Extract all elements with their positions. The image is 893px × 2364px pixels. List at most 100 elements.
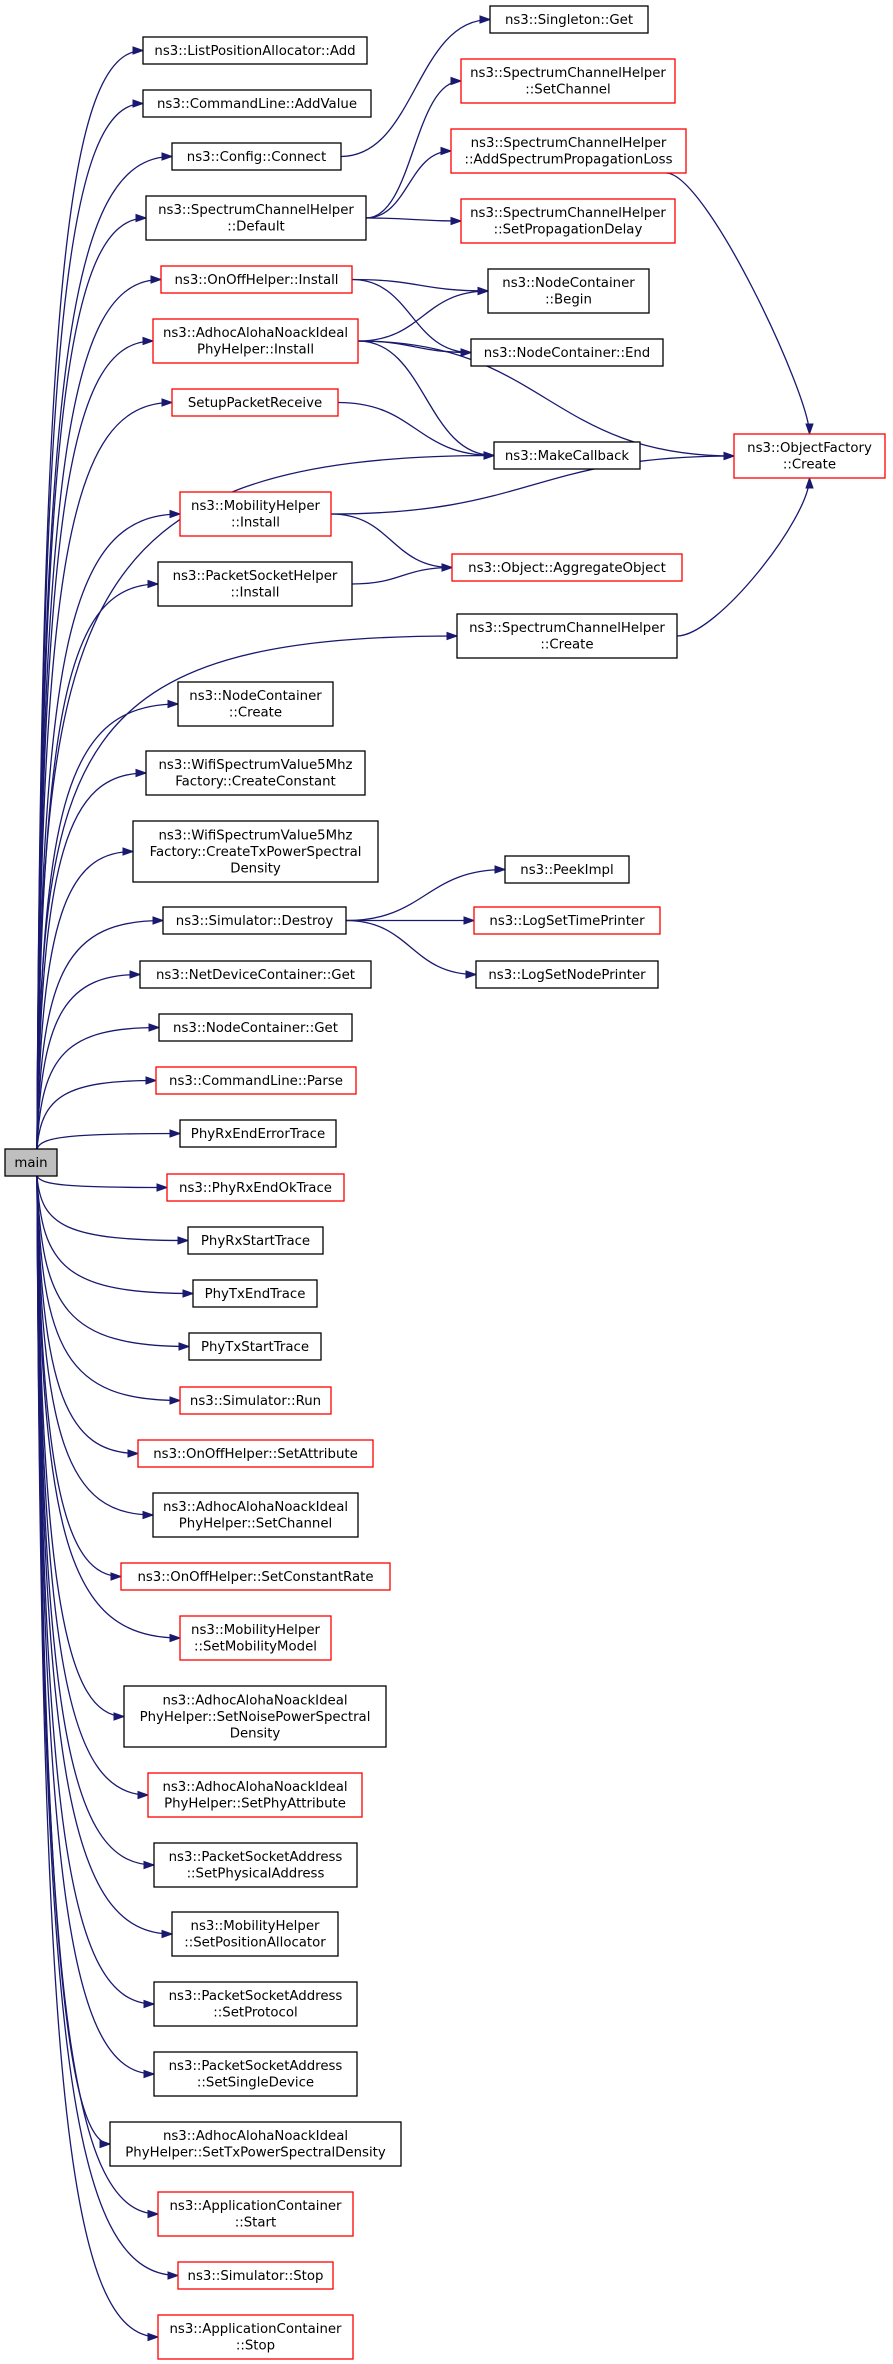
node-sch-create[interactable]: ns3::SpectrumChannelHelper::Create bbox=[456, 613, 678, 659]
node-label: ns3::NodeContainer::Get bbox=[173, 1021, 338, 1036]
node-label: ::SetSingleDevice bbox=[197, 2076, 314, 2091]
node-label: ns3::AdhocAlohaNoackIdeal bbox=[163, 326, 348, 341]
edge-arrowhead bbox=[135, 213, 148, 223]
node-onoff-setattr[interactable]: ns3::OnOffHelper::SetAttribute bbox=[137, 1439, 374, 1468]
edge-arrowhead bbox=[169, 1396, 182, 1405]
node-box bbox=[450, 128, 687, 174]
node-sch-setchan[interactable]: ns3::SpectrumChannelHelper::SetChannel bbox=[460, 58, 676, 104]
node-of-create[interactable]: ns3::ObjectFactory::Create bbox=[733, 433, 886, 479]
edge-main-to-psa-setsingle bbox=[36, 1175, 156, 2079]
edge-line bbox=[351, 278, 472, 354]
node-sch-addloss[interactable]: ns3::SpectrumChannelHelper::AddSpectrumP… bbox=[450, 128, 687, 174]
node-psa-setproto[interactable]: ns3::PacketSocketAddress::SetProtocol bbox=[153, 1981, 358, 2027]
node-lpa-add[interactable]: ns3::ListPositionAllocator::Add bbox=[142, 36, 368, 65]
node-sim-run[interactable]: ns3::Simulator::Run bbox=[179, 1386, 332, 1415]
node-sch-default[interactable]: ns3::SpectrumChannelHelper::Default bbox=[145, 195, 367, 241]
node-label: ns3::NodeContainer::End bbox=[484, 346, 650, 361]
edge-cfg-connect-to-singleton-get bbox=[340, 15, 492, 158]
node-psa-setphys[interactable]: ns3::PacketSocketAddress::SetPhysicalAdd… bbox=[153, 1842, 358, 1888]
node-onoff-install[interactable]: ns3::OnOffHelper::Install bbox=[160, 265, 353, 294]
edge-line bbox=[36, 1132, 181, 1150]
node-cmd-addvalue[interactable]: ns3::CommandLine::AddValue bbox=[142, 89, 372, 118]
edge-line bbox=[36, 772, 147, 1150]
node-aloha-setchan[interactable]: ns3::AdhocAlohaNoackIdealPhyHelper::SetC… bbox=[152, 1492, 359, 1538]
edge-arrowhead bbox=[142, 336, 155, 346]
node-aloha-setphyattr[interactable]: ns3::AdhocAlohaNoackIdealPhyHelper::SetP… bbox=[147, 1772, 363, 1818]
node-box bbox=[166, 1173, 345, 1202]
node-phy-rx-err[interactable]: PhyRxEndErrorTrace bbox=[179, 1119, 337, 1148]
node-app-stop[interactable]: ns3::ApplicationContainer::Stop bbox=[157, 2314, 354, 2360]
node-mob-setpos[interactable]: ns3::MobilityHelper::SetPositionAllocato… bbox=[171, 1911, 339, 1957]
node-sch-setdelay[interactable]: ns3::SpectrumChannelHelper::SetPropagati… bbox=[460, 198, 676, 244]
edge-sch-create-to-of-create bbox=[676, 476, 814, 637]
node-nc-create[interactable]: ns3::NodeContainer::Create bbox=[177, 681, 334, 727]
node-phy-rx-start[interactable]: PhyRxStartTrace bbox=[187, 1226, 324, 1255]
node-phy-rx-ok[interactable]: ns3::PhyRxEndOkTrace bbox=[166, 1173, 345, 1202]
node-nc-begin[interactable]: ns3::NodeContainer::Begin bbox=[487, 268, 650, 314]
edge-line bbox=[351, 566, 453, 585]
edge-main-to-psh-install bbox=[36, 579, 160, 1150]
edge-sch-default-to-sch-setchan bbox=[365, 76, 463, 219]
edge-arrowhead bbox=[161, 398, 174, 407]
node-label: ns3::CommandLine::AddValue bbox=[157, 97, 357, 112]
node-label: Factory::CreateConstant bbox=[175, 775, 336, 790]
edge-arrowhead bbox=[723, 451, 736, 461]
node-phy-tx-end[interactable]: PhyTxEndTrace bbox=[192, 1279, 318, 1308]
node-aloha-install[interactable]: ns3::AdhocAlohaNoackIdealPhyHelper::Inst… bbox=[152, 318, 359, 364]
node-nc-end[interactable]: ns3::NodeContainer::End bbox=[470, 338, 664, 367]
node-sim-stop[interactable]: ns3::Simulator::Stop bbox=[177, 2261, 334, 2290]
node-mob-install[interactable]: ns3::MobilityHelper::Install bbox=[179, 491, 332, 537]
node-box bbox=[470, 338, 664, 367]
edge-line bbox=[665, 172, 811, 435]
node-label: ns3::MobilityHelper bbox=[191, 1919, 320, 1934]
node-wsv-txpsd[interactable]: ns3::WifiSpectrumValue5MhzFactory::Creat… bbox=[132, 820, 379, 883]
node-box bbox=[120, 1562, 391, 1591]
edge-line bbox=[365, 217, 462, 222]
node-peek-impl[interactable]: ns3::PeekImpl bbox=[504, 855, 630, 884]
node-ndc-get[interactable]: ns3::NetDeviceContainer::Get bbox=[139, 960, 372, 989]
node-psa-setsingle[interactable]: ns3::PacketSocketAddress::SetSingleDevic… bbox=[153, 2051, 358, 2097]
node-box bbox=[157, 561, 353, 607]
node-setup-rx[interactable]: SetupPacketReceive bbox=[171, 388, 339, 417]
edge-arrowhead bbox=[161, 1929, 174, 1939]
node-make-cb[interactable]: ns3::MakeCallback bbox=[493, 441, 641, 470]
node-aloha-settxpsd[interactable]: ns3::AdhocAlohaNoackIdealPhyHelper::SetT… bbox=[109, 2121, 402, 2167]
edge-line bbox=[36, 1175, 168, 1189]
node-cfg-connect[interactable]: ns3::Config::Connect bbox=[171, 142, 342, 171]
node-label: ns3::AdhocAlohaNoackIdeal bbox=[162, 1693, 347, 1708]
edge-sim-destroy-to-peek-impl bbox=[345, 865, 507, 922]
edge-line bbox=[345, 868, 506, 922]
node-label: Factory::CreateTxPowerSpectral bbox=[150, 845, 362, 860]
edge-sim-destroy-to-log-time bbox=[345, 916, 476, 925]
edge-main-to-phy-tx-end bbox=[36, 1175, 195, 1298]
node-label: ns3::SpectrumChannelHelper bbox=[470, 66, 666, 81]
node-box bbox=[162, 906, 347, 935]
edge-arrowhead bbox=[169, 1633, 182, 1643]
node-sim-destroy[interactable]: ns3::Simulator::Destroy bbox=[162, 906, 347, 935]
node-main[interactable]: main bbox=[4, 1148, 58, 1177]
node-nc-get[interactable]: ns3::NodeContainer::Get bbox=[158, 1013, 353, 1042]
edge-onoff-install-to-nc-begin bbox=[351, 278, 490, 296]
node-label: PhyHelper::SetNoisePowerSpectral bbox=[140, 1710, 371, 1725]
node-psh-install[interactable]: ns3::PacketSocketHelper::Install bbox=[157, 561, 353, 607]
node-singleton-get[interactable]: ns3::Singleton::Get bbox=[489, 5, 649, 34]
node-label: ns3::MakeCallback bbox=[505, 449, 630, 464]
node-cmd-parse[interactable]: ns3::CommandLine::Parse bbox=[155, 1066, 357, 1095]
edge-arrowhead bbox=[805, 423, 814, 436]
node-log-time[interactable]: ns3::LogSetTimePrinter bbox=[473, 906, 661, 935]
edge-arrowhead bbox=[137, 1790, 150, 1800]
node-onoff-setrate[interactable]: ns3::OnOffHelper::SetConstantRate bbox=[120, 1562, 391, 1591]
edge-main-to-sim-destroy bbox=[36, 916, 165, 1150]
edge-arrowhead bbox=[450, 216, 463, 226]
node-log-node[interactable]: ns3::LogSetNodePrinter bbox=[475, 960, 659, 989]
node-mob-setmodel[interactable]: ns3::MobilityHelper::SetMobilityModel bbox=[179, 1615, 332, 1661]
node-aloha-setnoise[interactable]: ns3::AdhocAlohaNoackIdealPhyHelper::SetN… bbox=[123, 1685, 387, 1748]
node-app-start[interactable]: ns3::ApplicationContainer::Start bbox=[157, 2191, 354, 2237]
node-obj-aggr[interactable]: ns3::Object::AggregateObject bbox=[451, 553, 683, 582]
edge-arrowhead bbox=[127, 1449, 140, 1458]
node-wsv-const[interactable]: ns3::WifiSpectrumValue5MhzFactory::Creat… bbox=[145, 750, 366, 796]
edge-sch-addloss-to-of-create bbox=[665, 172, 814, 436]
node-phy-tx-start[interactable]: PhyTxStartTrace bbox=[188, 1332, 322, 1361]
node-label: ns3::WifiSpectrumValue5Mhz bbox=[159, 758, 353, 773]
